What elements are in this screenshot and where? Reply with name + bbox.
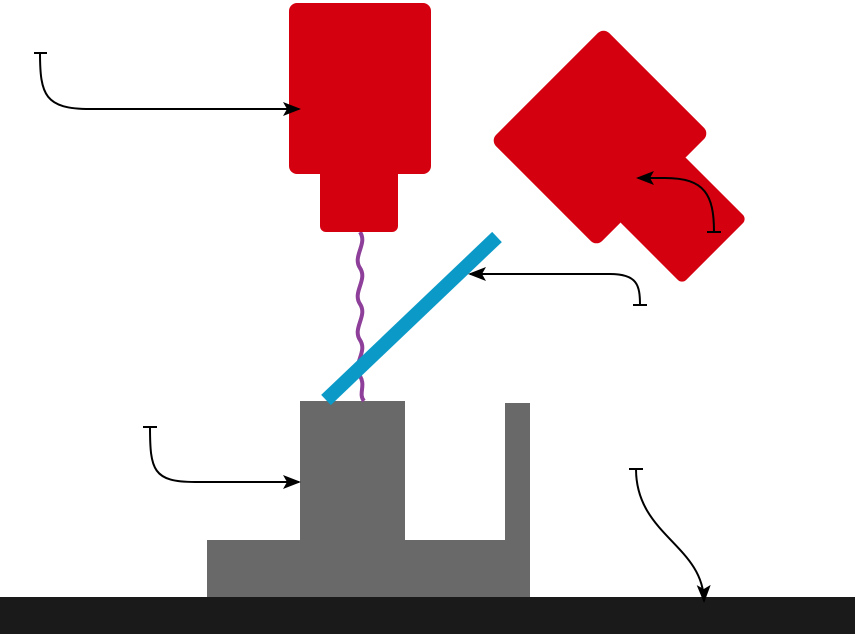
wave-signal [355,230,366,403]
leader-beam [468,267,641,306]
leader-angled-sensor [636,171,715,233]
vertical-sensor-body [289,3,431,174]
workpiece [207,401,530,597]
vertical-sensor-nozzle [320,168,398,232]
angled-sensor-nozzle [619,156,745,282]
angled-sensor [493,30,745,282]
leader-vertical-sensor [39,52,301,116]
light-beam [321,231,502,406]
angled-sensor-body [493,30,707,244]
vertical-sensor [289,3,431,232]
leader-base [635,468,711,603]
base-plate [0,597,855,634]
leader-workpiece [149,426,301,489]
